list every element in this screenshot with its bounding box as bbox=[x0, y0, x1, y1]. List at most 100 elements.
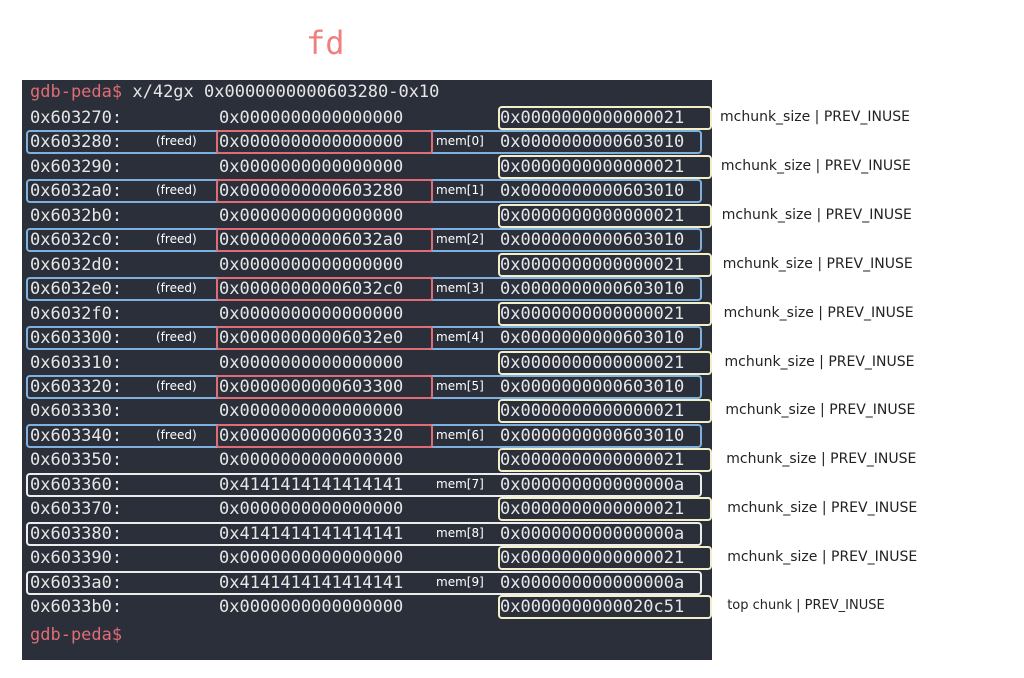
row-address: 0x603390: bbox=[30, 548, 123, 569]
memory-row: 0x603310: 0x0000000000000000 0x00000000000… bbox=[22, 350, 712, 375]
chunk-size-value: 0x0000000000000021 bbox=[498, 448, 712, 473]
row-address: 0x6032d0: bbox=[30, 254, 123, 275]
memory-row: 0x603370: 0x0000000000000000 0x00000000000… bbox=[22, 497, 712, 522]
fd-pointer-value: 0x00000000006032e0 bbox=[216, 326, 433, 351]
row-address: 0x603360: bbox=[26, 472, 702, 497]
freed-tag: (freed) bbox=[156, 281, 197, 296]
qword-value: 0x0000000000000000 bbox=[219, 548, 404, 569]
fd-label: fd bbox=[306, 24, 345, 62]
size-annotation: mchunk_size | PREV_INUSE bbox=[727, 549, 918, 566]
fd-pointer-value: 0x0000000000603300 bbox=[216, 374, 433, 399]
chunk-size-value: 0x0000000000000021 bbox=[498, 106, 712, 130]
end-prompt: gdb-peda$ bbox=[30, 625, 123, 645]
chunk-size-value: 0x0000000000020c51 bbox=[498, 595, 712, 619]
freed-tag: (freed) bbox=[156, 232, 197, 247]
fd-pointer-value: 0x00000000006032a0 bbox=[216, 228, 433, 253]
qword-value: 0x0000000000000000 bbox=[219, 254, 404, 275]
fd-pointer-value: 0x0000000000603320 bbox=[216, 423, 433, 448]
qword-value: 0x0000000000603010 bbox=[500, 181, 685, 202]
memory-row: 0x603360:0x4141414141414141 mem[7] 0x00000… bbox=[22, 472, 712, 497]
row-address: 0x603380: bbox=[26, 521, 702, 546]
qword-value: 0x0000000000000000 bbox=[219, 108, 404, 128]
qword-value: 0x0000000000603010 bbox=[500, 328, 685, 349]
freed-tag: (freed) bbox=[156, 134, 197, 149]
freed-tag: (freed) bbox=[156, 330, 197, 345]
chunk-size-value: 0x0000000000000021 bbox=[498, 252, 712, 277]
chunk-size-value: 0x0000000000000021 bbox=[498, 350, 712, 375]
qword-value: 0x0000000000603010 bbox=[500, 132, 685, 153]
chunk-size-value: 0x0000000000000021 bbox=[498, 203, 712, 228]
size-annotation: mchunk_size | PREV_INUSE bbox=[720, 157, 911, 174]
fd-pointer-value: 0x00000000006032c0 bbox=[216, 277, 433, 302]
qword-value: 0x000000000000000a bbox=[500, 474, 685, 495]
size-annotation: mchunk_size | PREV_INUSE bbox=[723, 304, 914, 321]
row-address: 0x603330: bbox=[30, 401, 123, 422]
qword-value: 0x0000000000000000 bbox=[219, 597, 404, 617]
size-annotation: mchunk_size | PREV_INUSE bbox=[722, 255, 913, 272]
memory-row: 0x603380:0x4141414141414141 mem[8] 0x00000… bbox=[22, 521, 712, 546]
qword-value: 0x4141414141414141 bbox=[219, 523, 404, 544]
qword-value: 0x000000000000000a bbox=[500, 572, 685, 593]
qword-value: 0x000000000000000a bbox=[500, 523, 685, 544]
memory-row: 0x603270: 0x0000000000000000 0x00000000000… bbox=[22, 106, 712, 130]
memory-row: 0x603350: 0x0000000000000000 0x00000000000… bbox=[22, 448, 712, 473]
mem-index-label: mem[4] bbox=[436, 330, 484, 345]
qword-value: 0x0000000000000000 bbox=[219, 450, 404, 471]
qword-value: 0x4141414141414141 bbox=[219, 474, 404, 495]
qword-value: 0x0000000000000000 bbox=[219, 352, 404, 373]
freed-tag: (freed) bbox=[156, 378, 197, 393]
row-address: 0x603370: bbox=[30, 499, 123, 520]
mem-index-label: mem[5] bbox=[436, 378, 484, 393]
mem-index-label: mem[0] bbox=[436, 134, 484, 149]
row-address: 0x603310: bbox=[30, 352, 123, 373]
fd-pointer-value: 0x0000000000000000 bbox=[216, 130, 433, 155]
size-annotation: mchunk_size | PREV_INUSE bbox=[727, 500, 918, 517]
qword-value: 0x0000000000000000 bbox=[219, 499, 404, 520]
mem-index-label: mem[8] bbox=[436, 525, 484, 540]
command-text: x/42gx 0x0000000000603280-0x10 bbox=[122, 82, 440, 102]
size-annotation: mchunk_size | PREV_INUSE bbox=[724, 353, 915, 370]
fd-pointer-value: 0x0000000000603280 bbox=[216, 179, 433, 204]
freed-tag: (freed) bbox=[156, 427, 197, 442]
mem-index-label: mem[1] bbox=[436, 183, 484, 198]
chunk-size-value: 0x0000000000000021 bbox=[498, 497, 712, 522]
memory-row: 0x6032d0: 0x0000000000000000 0x00000000000… bbox=[22, 252, 712, 277]
prompt: gdb-peda$ bbox=[30, 82, 123, 102]
end-prompt-line: gdb-peda$ bbox=[30, 625, 122, 645]
qword-value: 0x0000000000000000 bbox=[219, 156, 404, 177]
chunk-size-value: 0x0000000000000021 bbox=[498, 399, 712, 424]
mem-index-label: mem[2] bbox=[436, 232, 484, 247]
freed-tag: (freed) bbox=[156, 183, 197, 198]
qword-value: 0x4141414141414141 bbox=[219, 572, 404, 593]
qword-value: 0x0000000000000000 bbox=[219, 401, 404, 422]
qword-value: 0x0000000000603010 bbox=[500, 425, 685, 446]
terminal-window: gdb-peda$ x/42gx 0x0000000000603280-0x10… bbox=[22, 80, 712, 660]
qword-value: 0x0000000000603010 bbox=[500, 230, 685, 251]
size-annotation: mchunk_size | PREV_INUSE bbox=[726, 451, 917, 468]
row-address: 0x603290: bbox=[30, 156, 123, 177]
row-address: 0x603270: bbox=[30, 108, 123, 128]
mem-index-label: mem[3] bbox=[436, 281, 484, 296]
top-chunk-annotation: top chunk | PREV_INUSE bbox=[727, 598, 885, 613]
mem-index-label: mem[6] bbox=[436, 427, 484, 442]
command-line: gdb-peda$ x/42gx 0x0000000000603280-0x10 bbox=[30, 82, 439, 102]
qword-value: 0x0000000000603010 bbox=[500, 376, 685, 397]
mem-index-label: mem[7] bbox=[436, 476, 484, 491]
row-address: 0x6032b0: bbox=[30, 205, 123, 226]
size-annotation: mchunk_size | PREV_INUSE bbox=[725, 402, 916, 419]
qword-value: 0x0000000000603010 bbox=[500, 279, 685, 300]
qword-value: 0x0000000000000000 bbox=[219, 303, 404, 324]
row-address: 0x603350: bbox=[30, 450, 123, 471]
chunk-size-value: 0x0000000000000021 bbox=[498, 154, 712, 179]
